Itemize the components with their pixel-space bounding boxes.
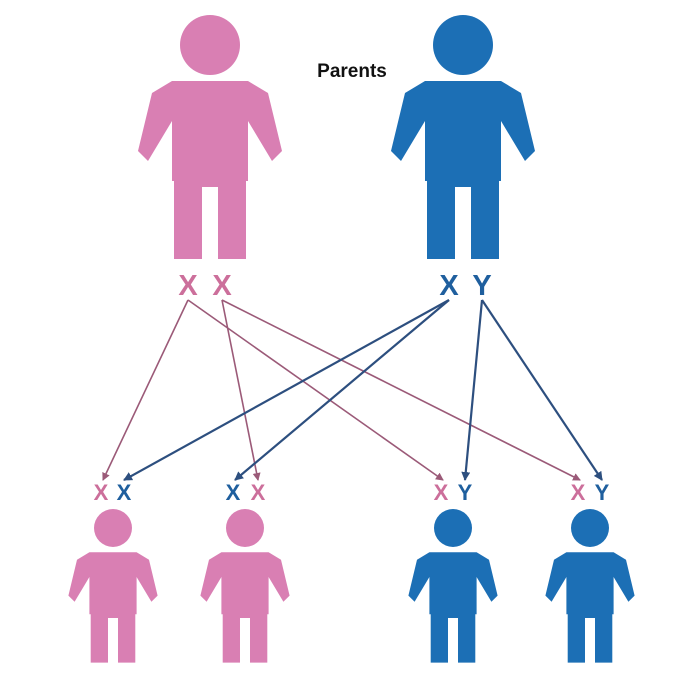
- person-female-icon: [68, 552, 158, 663]
- x-chromosome-label: X: [439, 270, 459, 302]
- x-chromosome-label: X: [571, 480, 586, 505]
- inheritance-arrow-8: [481, 299, 603, 481]
- y-chromosome-label: Y: [595, 480, 610, 505]
- parent-mother: [138, 15, 282, 259]
- x-chromosome-label: X: [251, 480, 266, 505]
- person-female-icon-head: [180, 15, 240, 75]
- inheritance-arrow-1: [102, 299, 189, 481]
- child-1-female: [68, 509, 158, 663]
- x-chromosome-label: X: [117, 480, 132, 505]
- person-male-icon: [408, 552, 498, 663]
- inheritance-arrow-2: [187, 299, 444, 481]
- inheritance-arrow-7: [461, 299, 484, 481]
- child-4-male: [545, 509, 635, 663]
- person-male-icon-head: [433, 15, 493, 75]
- person-female-icon: [200, 552, 290, 663]
- x-chromosome-label: X: [94, 480, 109, 505]
- inheritance-arrow-4: [221, 299, 581, 481]
- child-2-female: [200, 509, 290, 663]
- person-male-icon: [391, 81, 535, 259]
- person-male-icon-head: [571, 509, 609, 547]
- inheritance-arrow-3: [221, 299, 261, 481]
- inheritance-arrow-6: [234, 299, 450, 481]
- person-male-icon: [545, 552, 635, 663]
- y-chromosome-label: Y: [472, 270, 491, 302]
- inheritance-arrows: [102, 299, 603, 481]
- x-chromosome-label: X: [434, 480, 449, 505]
- person-male-icon-head: [434, 509, 472, 547]
- x-chromosome-label: X: [212, 270, 232, 302]
- x-chromosome-label: X: [226, 480, 241, 505]
- people: [68, 15, 635, 663]
- inheritance-arrow-5: [123, 299, 450, 481]
- person-female-icon-head: [94, 509, 132, 547]
- child-3-male: [408, 509, 498, 663]
- y-chromosome-label: Y: [458, 480, 473, 505]
- person-female-icon: [138, 81, 282, 259]
- parent-father: [391, 15, 535, 259]
- person-female-icon-head: [226, 509, 264, 547]
- x-chromosome-label: X: [178, 270, 198, 302]
- diagram-title: Parents: [317, 61, 387, 82]
